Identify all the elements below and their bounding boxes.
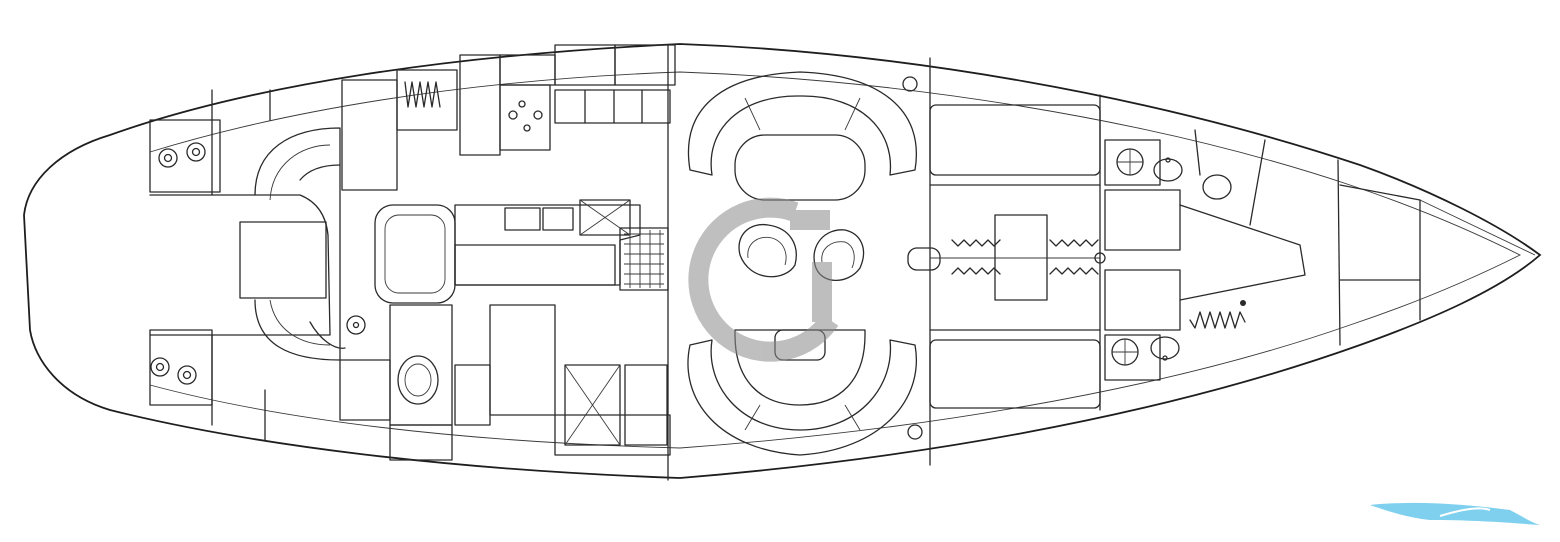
aft-cabin [341,44,676,191]
hull-outline [23,43,1542,479]
saloon-settee-upper [687,71,918,201]
galley [374,199,669,304]
head-aft [339,304,556,461]
helm-icon [346,315,366,335]
saloon-cabinet [554,44,931,481]
forward-heads [1104,139,1232,381]
cockpit-area [149,89,346,441]
winch-icon [150,142,206,385]
forepeak [1179,129,1421,346]
saloon-armchairs [738,223,941,281]
boat-wave-logo-icon [1370,502,1540,525]
broker-logo-icon [688,197,839,362]
mid-cabins [929,94,1106,411]
